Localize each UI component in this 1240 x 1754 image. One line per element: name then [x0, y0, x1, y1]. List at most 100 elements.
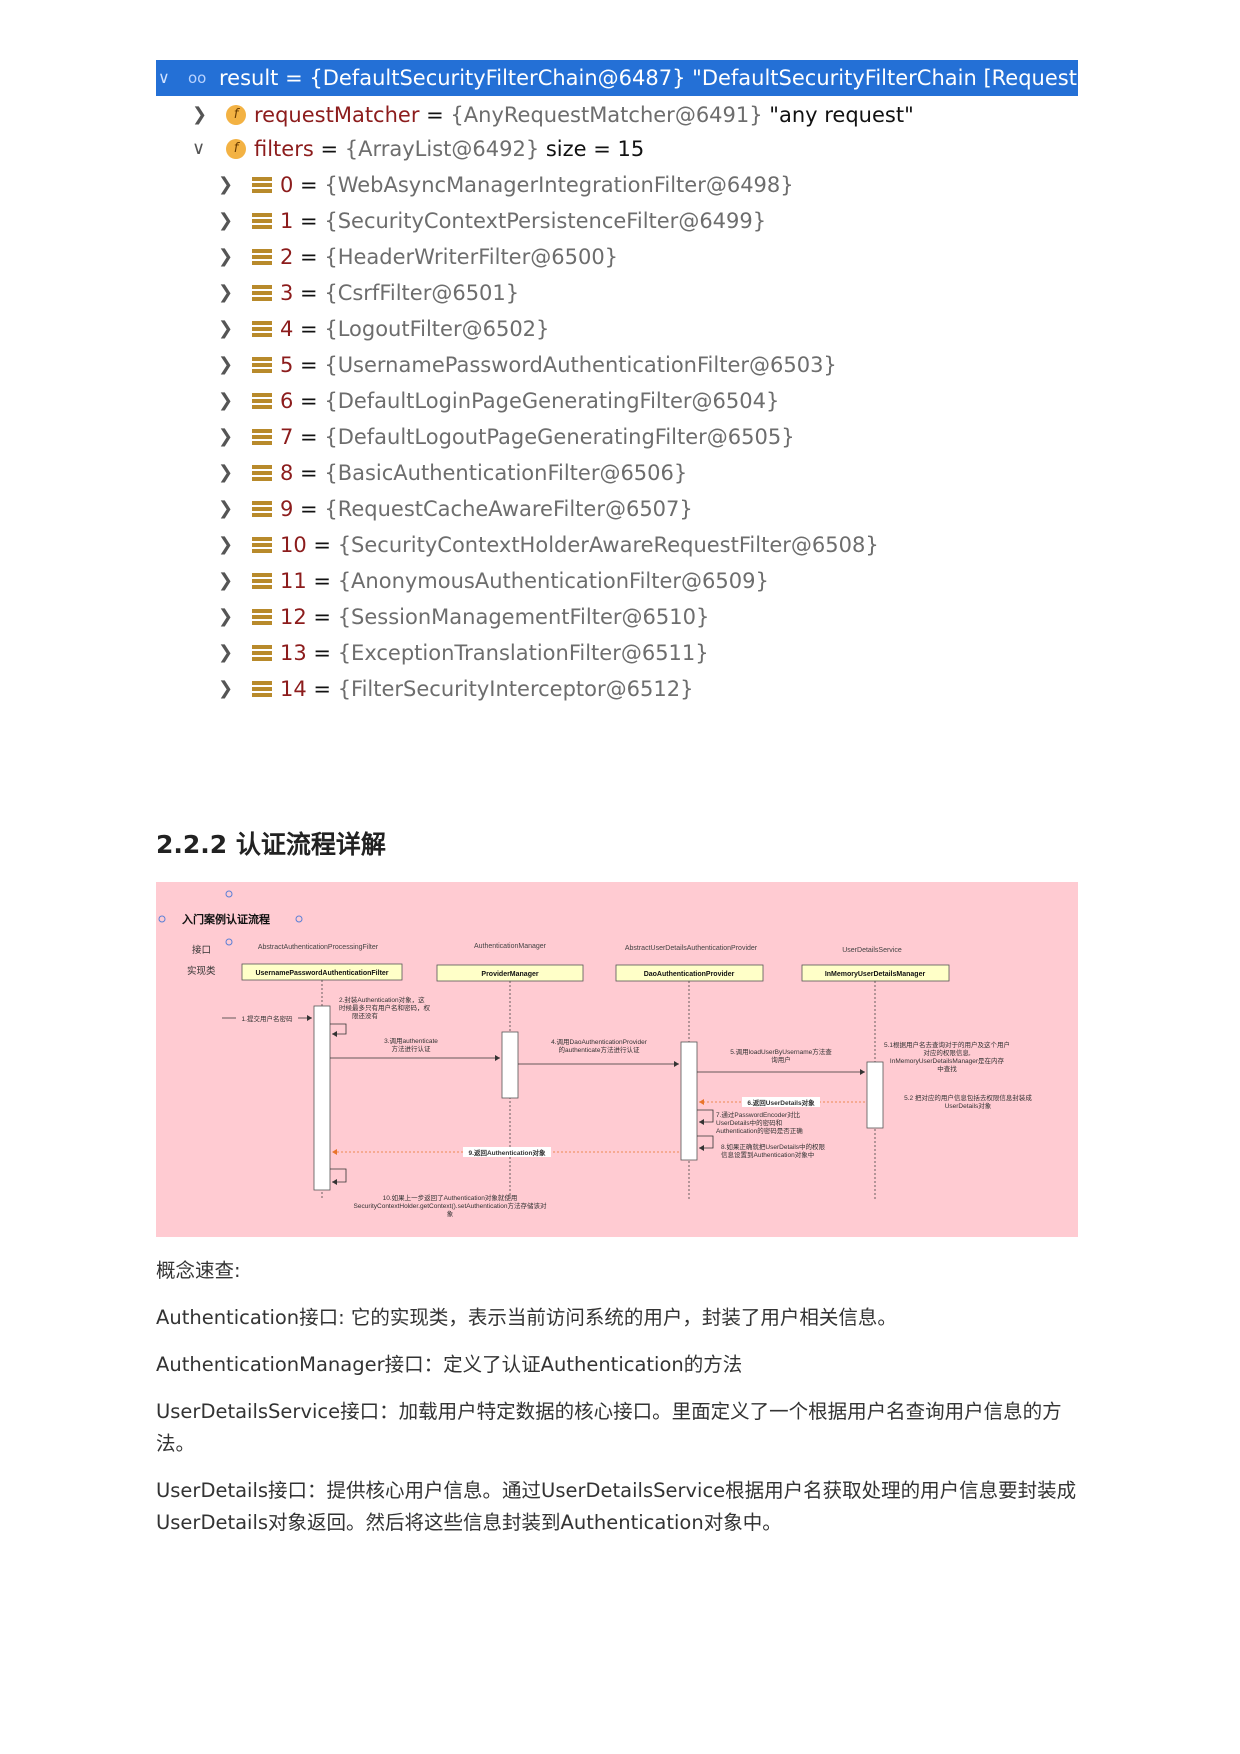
filter-value: {DefaultLoginPageGeneratingFilter@6504} — [324, 389, 780, 413]
filter-value: {RequestCacheAwareFilter@6507} — [324, 497, 693, 521]
filter-index: 8 — [280, 461, 294, 485]
chevron-right-icon[interactable]: ❯ — [218, 498, 234, 519]
equals-sign: = — [293, 389, 325, 413]
equals-sign: = — [293, 245, 325, 269]
sequence-diagram: 入门案例认证流程 接口 实现类 AbstractAuthenticationPr… — [156, 882, 1078, 1237]
list-item-icon — [252, 249, 272, 267]
chevron-right-icon[interactable]: ❯ — [218, 390, 234, 411]
impl-label: DaoAuthenticationProvider — [644, 971, 735, 978]
list-item-icon — [252, 609, 272, 627]
filter-index: 13 — [280, 641, 307, 665]
arrow-head — [699, 1099, 704, 1105]
message-label: 7.通过PasswordEncoder对比 — [716, 1110, 801, 1119]
list-item-icon — [252, 573, 272, 591]
diagram-title: 入门案例认证流程 — [182, 912, 270, 926]
message-label: 的authenticate方法进行认证 — [559, 1045, 640, 1054]
self-call — [330, 1023, 347, 1035]
chevron-down-icon[interactable]: ∨ — [192, 138, 206, 159]
filter-value: {SecurityContextPersistenceFilter@6499} — [324, 209, 767, 233]
equals-sign: = — [293, 281, 325, 305]
filter-value: {DefaultLogoutPageGeneratingFilter@6505} — [324, 425, 795, 449]
equals-sign: = — [293, 461, 325, 485]
message-label: 10.如果上一步返回了Authentication对象就使用 — [383, 1193, 518, 1202]
arrow-head — [332, 1179, 337, 1185]
equals-sign: = — [306, 641, 338, 665]
message-label: Authentication的密码是否正确 — [716, 1126, 803, 1135]
arrow-head — [699, 1145, 704, 1151]
list-item-icon — [252, 357, 272, 375]
concepts-heading: 概念速查: — [156, 1259, 241, 1282]
label-bg — [236, 1013, 298, 1023]
chevron-right-icon[interactable]: ❯ — [218, 174, 234, 195]
anchor-dot — [225, 938, 233, 946]
field-name: filters — [254, 137, 314, 161]
note-label: 5.1根据用户名去查询对于的用户及这个用户 — [884, 1040, 1010, 1049]
list-item-icon — [252, 465, 272, 483]
arrow-head — [699, 1119, 704, 1125]
list-item-icon — [252, 177, 272, 195]
label-bg — [742, 1097, 820, 1107]
self-call — [330, 1168, 347, 1183]
chevron-down-icon[interactable]: ∨ — [158, 68, 170, 87]
filter-value: {UsernamePasswordAuthenticationFilter@65… — [324, 353, 837, 377]
note-label: 中查找 — [937, 1064, 957, 1073]
chevron-right-icon[interactable]: ❯ — [218, 354, 234, 375]
impl-box — [801, 964, 950, 982]
list-item-icon — [252, 393, 272, 411]
filter-value: {HeaderWriterFilter@6500} — [324, 245, 619, 269]
message-label: 信息设置到Authentication对象中 — [721, 1150, 814, 1159]
chevron-right-icon[interactable]: ❯ — [218, 282, 234, 303]
debugger-variables-panel: ∨ oo result = {DefaultSecurityFilterChai… — [156, 60, 1078, 720]
equals-sign: = — [306, 569, 338, 593]
filter-index: 5 — [280, 353, 294, 377]
activation-bar — [680, 1041, 698, 1161]
chevron-right-icon[interactable]: ❯ — [218, 678, 234, 699]
list-item-icon — [252, 285, 272, 303]
filter-index: 0 — [280, 173, 294, 197]
filter-value: {CsrfFilter@6501} — [324, 281, 520, 305]
chevron-right-icon[interactable]: ❯ — [218, 606, 234, 627]
chevron-right-icon[interactable]: ❯ — [218, 642, 234, 663]
list-item-icon — [252, 429, 272, 447]
chevron-right-icon[interactable]: ❯ — [218, 246, 234, 267]
interface-label: AbstractAuthenticationProcessingFilter — [258, 944, 379, 951]
filter-index: 14 — [280, 677, 307, 701]
equals-sign: = — [419, 103, 451, 127]
list-item-icon — [252, 321, 272, 339]
chevron-right-icon[interactable]: ❯ — [218, 318, 234, 339]
anchor-dot — [295, 915, 303, 923]
filter-index: 9 — [280, 497, 294, 521]
message-label: 询用户 — [771, 1055, 791, 1064]
arrow-head — [495, 1055, 500, 1061]
message-label: 时候最多只有用户名和密码，权 — [339, 1003, 431, 1012]
chevron-right-icon[interactable]: ❯ — [218, 426, 234, 447]
message-label: 4.调用DaoAuthenticationProvider — [551, 1037, 648, 1046]
message-label: UserDetails中的密码和 — [716, 1118, 782, 1127]
arrow-head — [307, 1015, 312, 1021]
watch-icon: oo — [188, 69, 207, 87]
concept-paragraph: UserDetailsService接口：加载用户特定数据的核心接口。里面定义了… — [156, 1400, 1062, 1455]
anchor-dot — [158, 915, 166, 923]
result-row[interactable]: ∨ oo result = {DefaultSecurityFilterChai… — [156, 60, 1078, 96]
filter-index: 3 — [280, 281, 294, 305]
field-desc: "any request" — [762, 103, 914, 127]
chevron-right-icon[interactable]: ❯ — [192, 104, 208, 125]
arrow-head — [332, 1149, 337, 1155]
chevron-right-icon[interactable]: ❯ — [218, 210, 234, 231]
message-label: 5.调用loadUserByUsername方法查 — [730, 1047, 832, 1056]
message-label: 3.调用authenticate — [384, 1036, 438, 1045]
equals-sign: = — [306, 605, 338, 629]
chevron-right-icon[interactable]: ❯ — [218, 534, 234, 555]
activation-bar — [501, 1031, 519, 1099]
concept-paragraph: UserDetails接口：提供核心用户信息。通过UserDetailsServ… — [156, 1479, 1077, 1534]
note-label: UserDetails对象 — [945, 1101, 992, 1110]
equals-sign: = — [293, 353, 325, 377]
activation-bar — [866, 1061, 884, 1129]
impl-box — [615, 964, 764, 982]
result-text: result = {DefaultSecurityFilterChain@648… — [219, 66, 1078, 90]
chevron-right-icon[interactable]: ❯ — [218, 462, 234, 483]
equals-sign: = — [293, 317, 325, 341]
chevron-right-icon[interactable]: ❯ — [218, 570, 234, 591]
self-call — [697, 1109, 714, 1123]
activation-bar — [313, 1005, 331, 1191]
